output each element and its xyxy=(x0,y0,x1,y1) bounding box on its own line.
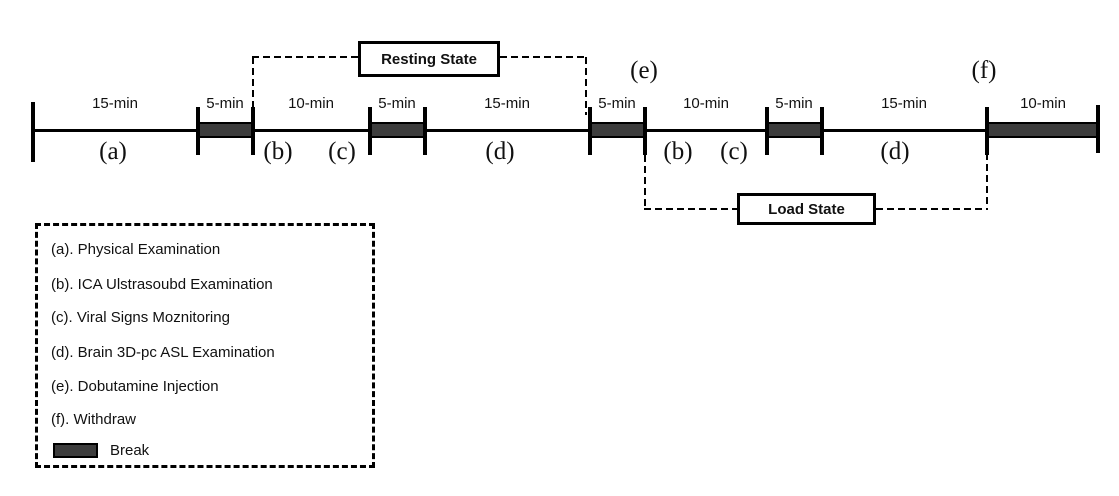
duration-label: 5-min xyxy=(206,95,244,112)
phase-letter-d: (d) xyxy=(880,138,910,165)
break-bar xyxy=(370,122,425,138)
resting-bracket-left-line xyxy=(252,56,358,58)
load-state-label: Load State xyxy=(768,200,845,218)
legend-box: (a). Physical Examination (b). ICA Ulstr… xyxy=(35,223,375,468)
load-bracket-right-line xyxy=(986,153,988,210)
phase-letter-b: (b) xyxy=(663,138,693,165)
break-bar xyxy=(590,122,645,138)
resting-state-box: Resting State xyxy=(358,41,500,77)
load-state-box: Load State xyxy=(737,193,876,225)
resting-bracket-right-line xyxy=(500,56,587,58)
tick-mark xyxy=(423,107,427,155)
tick-mark xyxy=(643,107,647,155)
resting-bracket-right-line xyxy=(585,57,587,115)
withdraw-bar xyxy=(987,122,1098,138)
duration-label: 10-min xyxy=(683,95,729,112)
legend-item-d: (d). Brain 3D-pc ASL Examination xyxy=(51,344,275,361)
legend-item-e: (e). Dobutamine Injection xyxy=(51,378,219,395)
load-bracket-left-line xyxy=(644,155,646,210)
break-bar xyxy=(198,122,253,138)
legend-item-f: (f). Withdraw xyxy=(51,411,137,428)
duration-label: 5-min xyxy=(775,95,813,112)
load-bracket-right-line xyxy=(876,208,987,210)
phase-letter-a: (a) xyxy=(99,138,127,165)
break-bar xyxy=(767,122,822,138)
legend-item-c: (c). Viral Signs Moznitoring xyxy=(51,309,230,326)
phase-letter-c: (c) xyxy=(328,138,356,165)
break-bar-swatch-icon xyxy=(53,443,98,458)
phase-letter-b: (b) xyxy=(263,138,293,165)
duration-label: 5-min xyxy=(598,95,636,112)
phase-letter-c: (c) xyxy=(720,138,748,165)
phase-letter-f: (f) xyxy=(971,57,997,84)
duration-label: 15-min xyxy=(484,95,530,112)
tick-mark xyxy=(31,102,35,162)
load-bracket-left-line xyxy=(644,208,737,210)
resting-state-label: Resting State xyxy=(381,50,477,68)
resting-bracket-left-line xyxy=(252,57,254,117)
phase-letter-d: (d) xyxy=(485,138,515,165)
duration-label: 10-min xyxy=(1020,95,1066,112)
tick-mark xyxy=(1096,105,1100,153)
duration-label: 15-min xyxy=(881,95,927,112)
legend-item-a: (a). Physical Examination xyxy=(51,241,221,258)
tick-mark xyxy=(820,107,824,155)
duration-label: 15-min xyxy=(92,95,138,112)
duration-label: 10-min xyxy=(288,95,334,112)
legend-item-b: (b). ICA Ulstrasoubd Examination xyxy=(51,276,273,293)
tick-mark xyxy=(251,107,255,155)
timeline-axis xyxy=(33,129,1100,132)
legend-item-break: Break xyxy=(110,442,150,459)
duration-label: 5-min xyxy=(378,95,416,112)
phase-letter-e: (e) xyxy=(630,57,658,84)
